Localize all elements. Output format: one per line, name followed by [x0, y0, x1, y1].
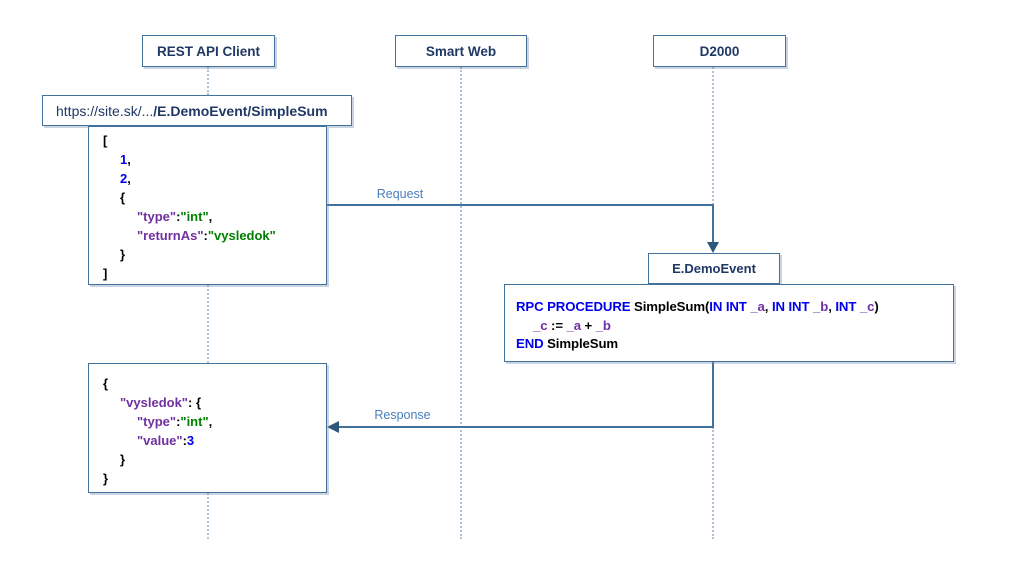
actor-box-smart-web: Smart Web — [395, 35, 527, 67]
actor-label: D2000 — [699, 43, 740, 59]
code-segment: } — [120, 452, 126, 467]
code-segment: _b — [595, 317, 611, 333]
code-segment: "returnAs" — [137, 228, 204, 243]
code-segment: , — [208, 209, 213, 224]
code-segment: ] — [103, 266, 108, 281]
response-json-box: {"vysledok": {"type":"int","value":3}} — [88, 363, 327, 493]
lifeline-smart-web — [460, 67, 462, 539]
lifeline-d2000-segment — [712, 427, 714, 539]
code-line: "type":"int", — [103, 412, 318, 431]
code-segment: { — [120, 190, 126, 205]
code-segment: } — [120, 247, 126, 262]
code-segment: END — [516, 336, 548, 351]
code-line: } — [103, 450, 318, 469]
request-label: Request — [376, 187, 424, 201]
code-line: { — [103, 374, 318, 393]
code-line: RPC PROCEDURE SimpleSum(IN INT _a, IN IN… — [516, 298, 947, 317]
url-box: https://site.sk/.../E.DemoEvent/SimpleSu… — [42, 95, 352, 126]
code-segment: : — [203, 228, 208, 243]
url-prefix: https://site.sk/... — [56, 102, 154, 119]
code-segment: IN INT — [771, 299, 813, 314]
request-arrow-drop — [712, 204, 714, 244]
request-arrowhead-icon — [707, 242, 719, 253]
code-segment: + — [580, 317, 596, 333]
code-segment: _c — [859, 299, 875, 314]
url-path: /E.DemoEvent/SimpleSum — [153, 102, 328, 119]
request-json-box: [1,2,{"type":"int","returnAs":"vysledok"… — [88, 126, 327, 285]
code-segment: SimpleSum( — [634, 299, 710, 314]
code-segment: , — [764, 299, 772, 314]
code-segment: , — [828, 299, 836, 314]
code-segment: } — [103, 471, 109, 486]
response-label: Response — [374, 408, 431, 422]
code-segment: "vysledok" — [207, 228, 276, 243]
code-segment: : — [176, 209, 181, 224]
code-line: END SimpleSum — [516, 335, 947, 354]
code-segment: { — [195, 395, 201, 410]
code-segment: IN INT — [709, 299, 751, 314]
code-segment: "int" — [180, 414, 209, 429]
lifeline-d2000-segment — [712, 67, 714, 205]
code-segment: "type" — [137, 209, 177, 224]
code-segment: "int" — [180, 209, 209, 224]
code-segment: SimpleSum — [547, 336, 619, 351]
rpc-procedure-box: RPC PROCEDURE SimpleSum(IN INT _a, IN IN… — [504, 284, 954, 362]
code-segment: , — [127, 152, 131, 167]
code-line: "value":3 — [103, 431, 318, 450]
actor-box-d2000: D2000 — [653, 35, 786, 67]
code-segment: : — [176, 414, 181, 429]
lifeline-rest-api-client-segment — [207, 493, 209, 539]
code-segment: RPC PROCEDURE — [516, 299, 635, 314]
code-segment: _a — [566, 317, 582, 333]
code-line: { — [103, 188, 318, 207]
code-segment: "type" — [137, 414, 177, 429]
code-line: 1, — [103, 150, 318, 169]
code-line: 2, — [103, 169, 318, 188]
code-segment: 2 — [120, 171, 128, 186]
response-arrowhead-icon — [327, 421, 339, 433]
code-segment: "vysledok" — [120, 395, 188, 410]
code-line: "vysledok": { — [103, 393, 318, 412]
code-segment: , — [127, 171, 131, 186]
code-segment: _b — [813, 299, 829, 314]
actor-box-rest-api-client: REST API Client — [142, 35, 275, 67]
lifeline-rest-api-client-segment — [207, 285, 209, 363]
code-segment: 3 — [186, 433, 195, 448]
code-segment: : — [182, 433, 187, 448]
code-segment: ) — [874, 299, 879, 314]
code-line: _c := _a + _b — [516, 317, 947, 336]
code-segment: := — [547, 317, 567, 333]
code-segment: , — [208, 414, 213, 429]
code-segment: [ — [103, 133, 108, 148]
code-segment: _c — [533, 317, 548, 333]
request-arrow-line — [327, 204, 714, 206]
code-line: } — [103, 469, 318, 488]
code-line: "returnAs":"vysledok" — [103, 226, 318, 245]
code-line: ] — [103, 264, 318, 283]
code-segment: 1 — [120, 152, 128, 167]
response-arrow-drop — [712, 362, 714, 428]
response-arrow-line — [337, 426, 714, 428]
subactor-box-edemoevent: E.DemoEvent — [648, 253, 780, 284]
code-line: } — [103, 245, 318, 264]
lifeline-rest-api-client-segment — [207, 67, 209, 95]
actor-label: REST API Client — [156, 43, 260, 59]
code-segment: INT — [835, 299, 860, 314]
code-segment: "value" — [137, 433, 183, 448]
code-line: [ — [103, 131, 318, 150]
code-segment: { — [103, 376, 109, 391]
code-segment: _a — [750, 299, 765, 314]
subactor-label: E.DemoEvent — [672, 261, 756, 276]
code-segment: : — [187, 395, 196, 410]
actor-label: Smart Web — [425, 43, 497, 59]
code-line: "type":"int", — [103, 207, 318, 226]
